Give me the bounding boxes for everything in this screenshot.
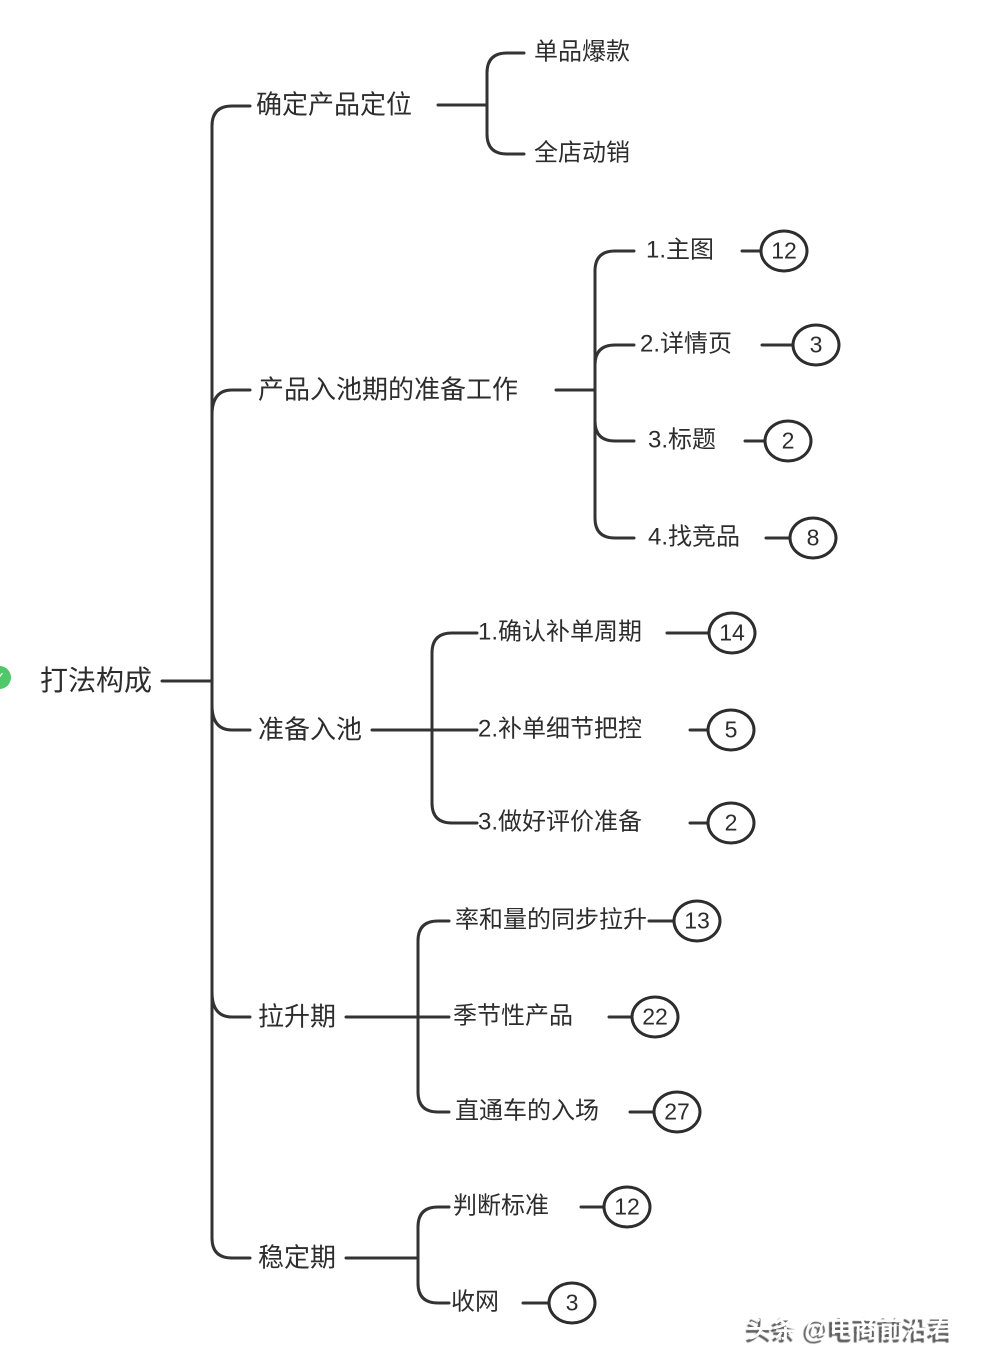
node-find-competitors[interactable]: 4.找竞品 <box>648 523 741 551</box>
node-title[interactable]: 3.标题 <box>648 426 717 454</box>
count-badge-replenish-detail-control[interactable]: 5 <box>706 708 756 752</box>
watermark: 头条 @电商前沿君 <box>748 1315 955 1343</box>
count-badge-paid-traffic-entry[interactable]: 27 <box>652 1090 702 1134</box>
branch-product-positioning[interactable]: 确定产品定位 <box>256 89 413 120</box>
branch-prepare-pool-entry[interactable]: 准备入池 <box>258 714 363 745</box>
node-whole-store-sales[interactable]: 全店动销 <box>534 139 630 167</box>
node-single-hit-product[interactable]: 单品爆款 <box>534 38 630 66</box>
check-icon[interactable]: ✓ <box>0 666 11 689</box>
node-confirm-replenish-cycle[interactable]: 1.确认补单周期 <box>478 618 643 646</box>
node-close-net[interactable]: 收网 <box>451 1288 499 1316</box>
node-paid-traffic-entry[interactable]: 直通车的入场 <box>455 1097 599 1125</box>
count-badge-review-preparation[interactable]: 2 <box>706 801 756 845</box>
count-badge-main-image[interactable]: 12 <box>759 229 809 273</box>
node-detail-page[interactable]: 2.详情页 <box>640 330 733 358</box>
count-badge-detail-page[interactable]: 3 <box>791 323 841 367</box>
node-rate-volume-sync[interactable]: 率和量的同步拉升 <box>455 906 647 934</box>
count-badge-seasonal-product[interactable]: 22 <box>630 995 680 1039</box>
node-seasonal-product[interactable]: 季节性产品 <box>453 1002 573 1030</box>
node-judgment-criteria[interactable]: 判断标准 <box>453 1192 549 1220</box>
count-badge-judgment-criteria[interactable]: 12 <box>602 1185 652 1229</box>
node-replenish-detail-control[interactable]: 2.补单细节把控 <box>478 715 643 743</box>
count-badge-close-net[interactable]: 3 <box>547 1281 597 1325</box>
count-badge-title[interactable]: 2 <box>763 419 813 463</box>
node-main-image[interactable]: 1.主图 <box>646 236 715 264</box>
count-badge-rate-volume-sync[interactable]: 13 <box>672 899 722 943</box>
node-review-preparation[interactable]: 3.做好评价准备 <box>478 808 643 836</box>
branch-pool-entry-preparation[interactable]: 产品入池期的准备工作 <box>258 374 519 405</box>
count-badge-find-competitors[interactable]: 8 <box>788 516 838 560</box>
root-node[interactable]: 打法构成 <box>40 665 153 697</box>
branch-stable-period[interactable]: 稳定期 <box>258 1242 337 1273</box>
count-badge-confirm-replenish-cycle[interactable]: 14 <box>707 611 757 655</box>
branch-growth-period[interactable]: 拉升期 <box>258 1001 337 1032</box>
